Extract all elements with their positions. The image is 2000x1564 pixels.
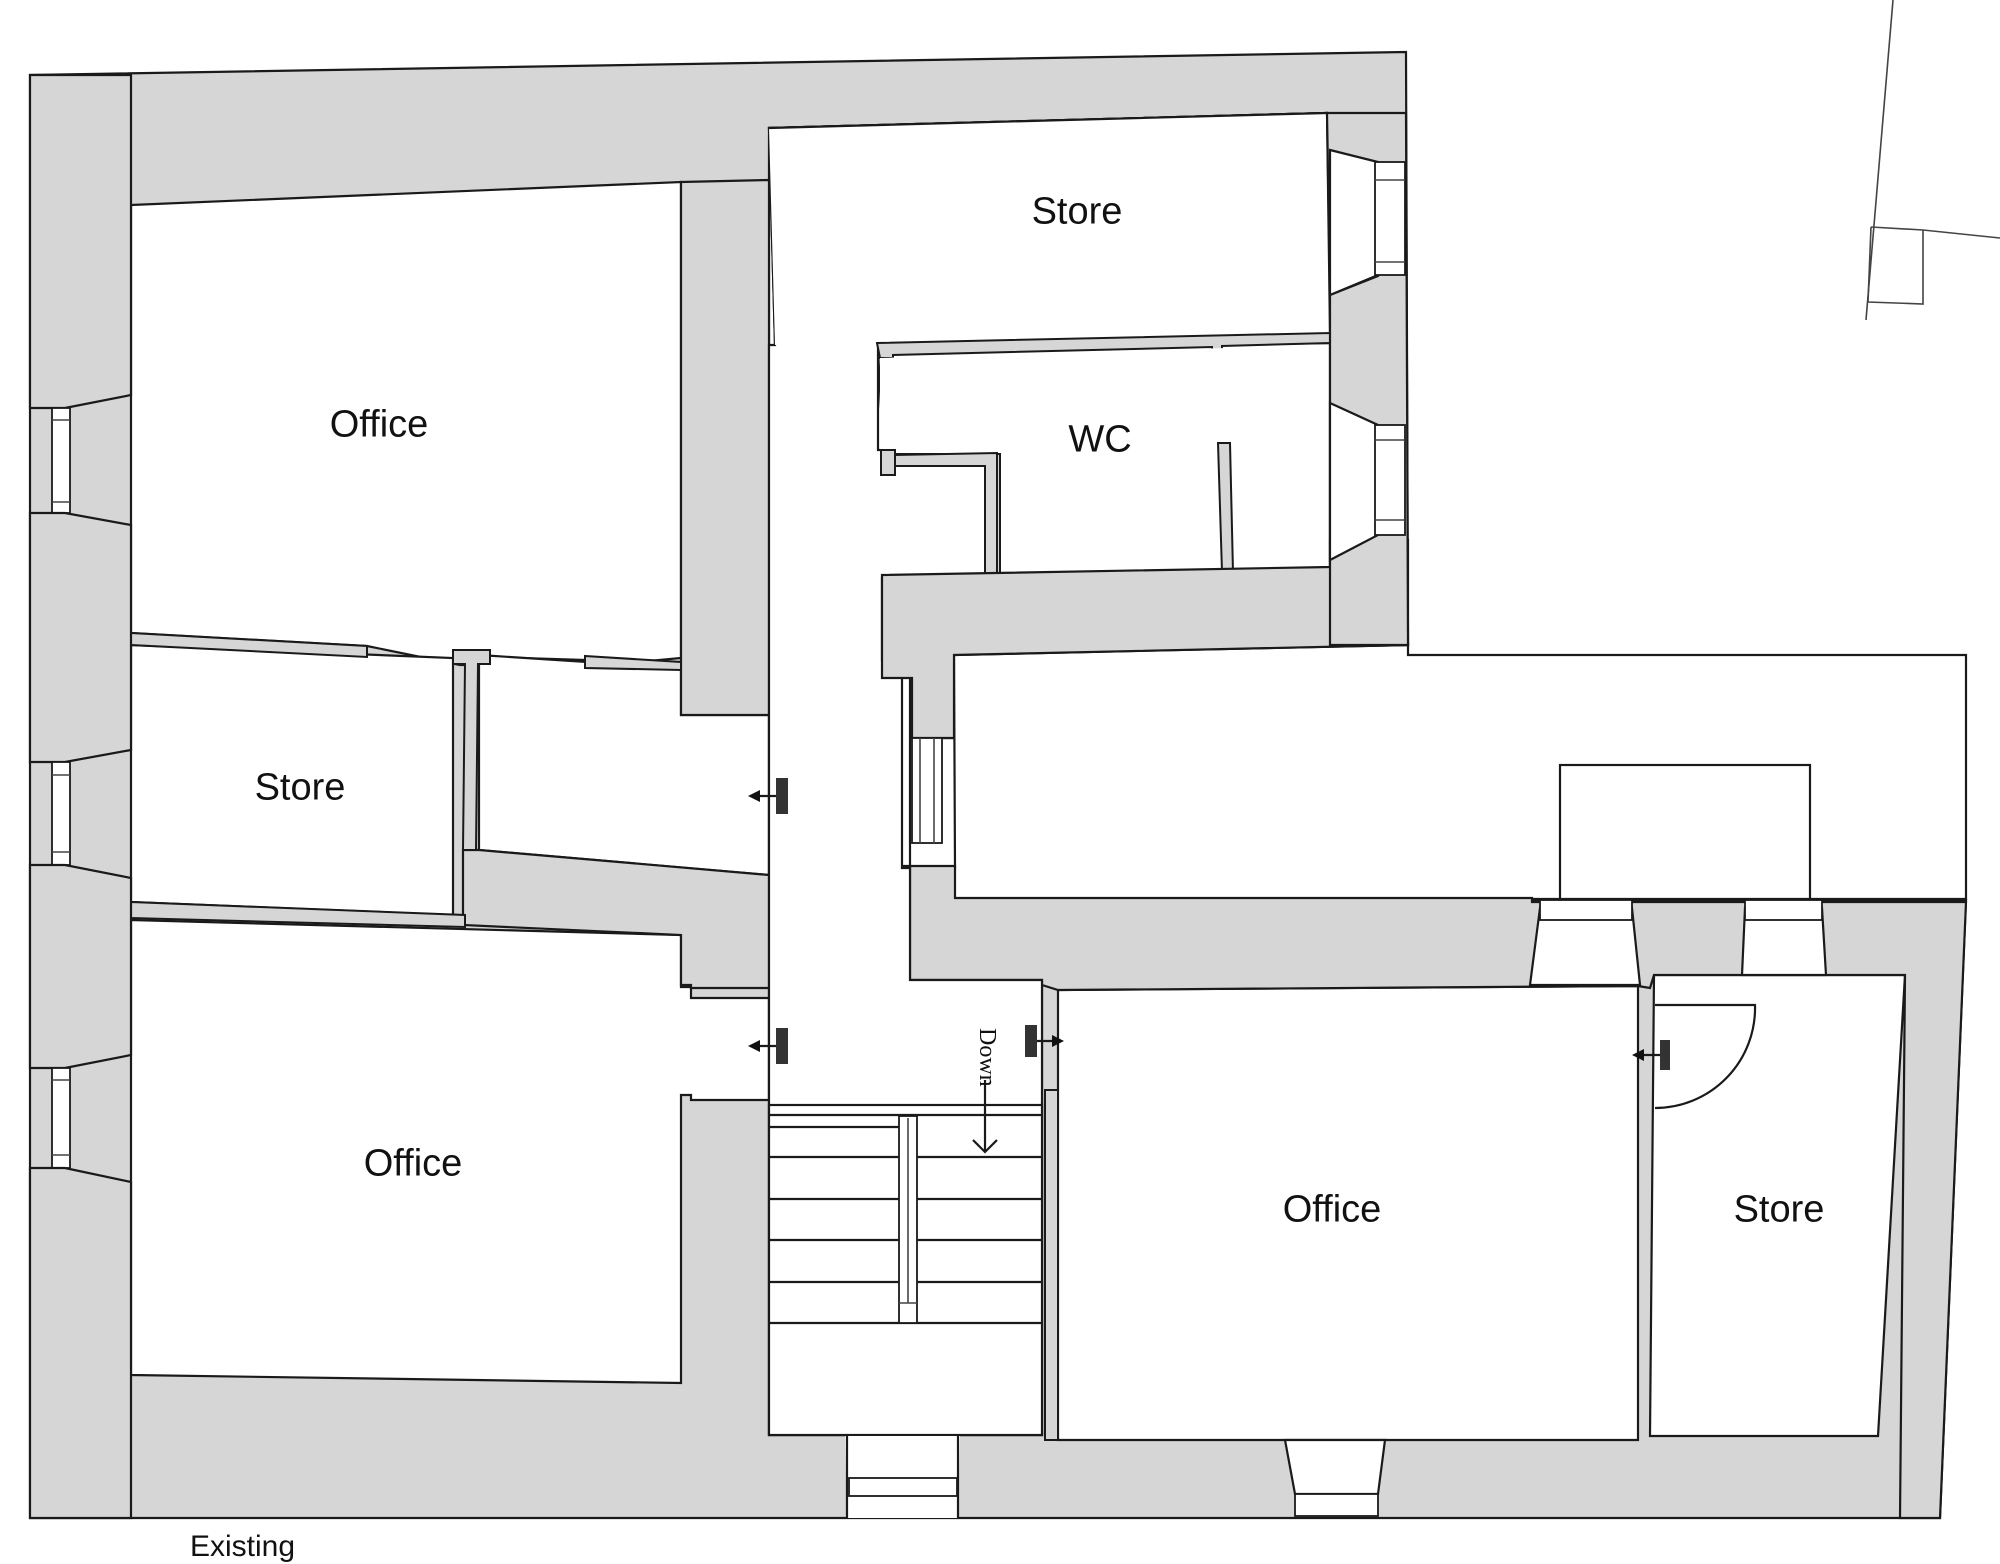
stair-direction-label: Down [974,1028,1000,1087]
window-corridor-east [911,737,943,844]
room-label-office-top-left: Office [329,403,429,446]
door-swing-store[interactable] [1654,1003,1757,1110]
room-label-store-bottom-right: Store [1733,1188,1825,1231]
store-top-area [769,113,1330,350]
fire-door-sign-icon [748,778,788,814]
room-label-office-bottom-right: Office [1282,1188,1382,1231]
windows-bottom [845,1436,1387,1518]
windows-left [28,73,133,1520]
wall-corridor-left-upper [679,178,771,717]
room-label-wc: WC [1068,418,1132,461]
drawing-caption: Existing [190,1530,296,1563]
staircase[interactable] [767,1080,1044,1437]
room-label-store-top: Store [1031,190,1123,233]
fire-door-sign-icon [1025,1025,1064,1057]
external-structure [1558,763,1812,902]
site-boundary [1865,0,2000,321]
fire-door-sign-icon [748,1028,788,1064]
room-label-store-left: Store [254,766,346,809]
windows-courtyard [1528,899,1828,987]
windows-right-top [1328,148,1406,562]
fire-door-sign-icon [1632,1040,1670,1070]
room-label-office-bottom-left: Office [363,1142,463,1185]
courtyard-void [900,643,1968,901]
